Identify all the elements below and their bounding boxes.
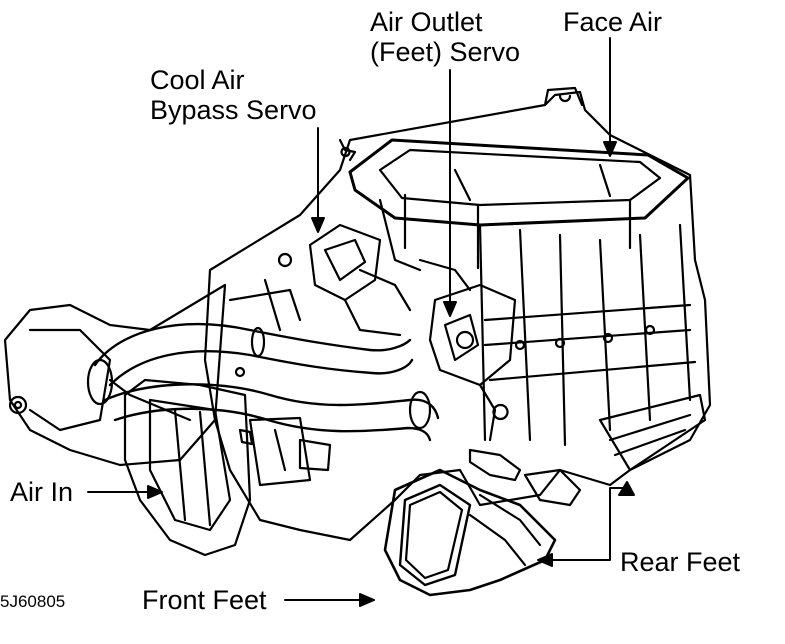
air-in-duct [3, 283, 227, 467]
housing-outline [203, 90, 712, 542]
air-in-label: Air In [10, 477, 74, 507]
leader-rear-feet [539, 487, 626, 561]
front-feet-label: Front Feet [142, 585, 267, 615]
face-air-label: Face Air [563, 7, 663, 37]
rear-feet-label: Rear Feet [620, 547, 741, 577]
heater-hose-lower [103, 383, 440, 420]
cool-air-bypass-label-1: Cool Air [150, 65, 245, 95]
heater-hose-upper [93, 323, 412, 367]
air-outlet-servo-label-1: Air Outlet [370, 7, 483, 37]
leader-lines [87, 37, 635, 607]
air-outlet-servo-label-2: (Feet) Servo [370, 37, 521, 67]
figure-code: 5J60805 [0, 592, 66, 611]
feet-servo [428, 283, 517, 387]
face-air-outlet [348, 138, 690, 227]
bypass-servo [308, 223, 382, 302]
front-feet-duct [383, 468, 557, 597]
rear-feet-outlet [523, 468, 582, 507]
cool-air-bypass-label-2: Bypass Servo [150, 95, 317, 125]
